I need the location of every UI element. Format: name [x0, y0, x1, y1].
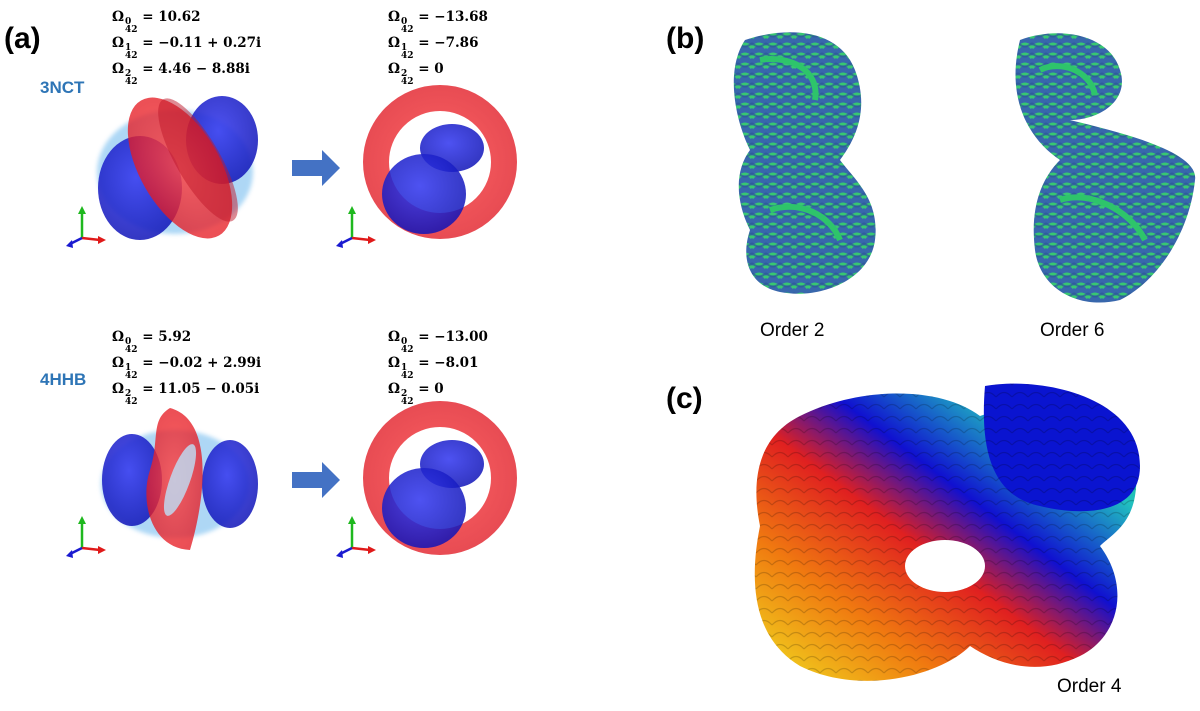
equation-value: = 0	[413, 381, 444, 397]
arrow-3nct	[292, 150, 340, 186]
equation-value: = −7.86	[413, 35, 479, 51]
protein-order-4	[754, 383, 1140, 681]
pdb-label-3nct: 3NCT	[40, 78, 85, 97]
caption-order-4: Order 4	[1057, 676, 1122, 697]
axis-triad-3nct-rotated	[336, 206, 376, 248]
axis-triad-4hhb-original	[66, 516, 106, 558]
arrow-4hhb	[292, 462, 340, 498]
panel-b-label: (b)	[666, 22, 705, 55]
panel-c-label: (c)	[666, 382, 703, 415]
equation-value: = −0.11 + 0.27i	[137, 35, 262, 51]
panel-a-label: (a)	[4, 22, 41, 55]
equation-value: = 0	[413, 61, 444, 77]
shape-3nct-rotated	[363, 85, 517, 239]
equation-value: = −13.68	[413, 9, 488, 25]
axis-triad-3nct-original	[66, 206, 106, 248]
panel-c-graphics	[754, 383, 1140, 681]
shape-4hhb-rotated	[363, 401, 517, 555]
shape-4hhb-original	[101, 408, 258, 550]
equation-value: = 11.05 − 0.05i	[137, 381, 260, 397]
equation-value: = −0.02 + 2.99i	[137, 355, 262, 371]
protein-order-2	[733, 32, 876, 294]
pdb-label-4hhb: 4HHB	[40, 370, 87, 389]
equation-value: = −8.01	[413, 355, 479, 371]
axis-triad-4hhb-rotated	[336, 516, 376, 558]
caption-order-2: Order 2	[760, 320, 825, 341]
equation-value: = 5.92	[137, 329, 192, 345]
panel-a-graphics	[66, 85, 517, 558]
protein-order-6	[1015, 33, 1196, 303]
equation-value: = 4.46 − 8.88i	[137, 61, 250, 77]
shape-3nct-original	[97, 96, 258, 240]
panel-b-graphics	[733, 32, 1196, 303]
caption-order-6: Order 6	[1040, 320, 1105, 341]
equation-value: = −13.00	[413, 329, 488, 345]
equation-value: = 10.62	[137, 9, 201, 25]
